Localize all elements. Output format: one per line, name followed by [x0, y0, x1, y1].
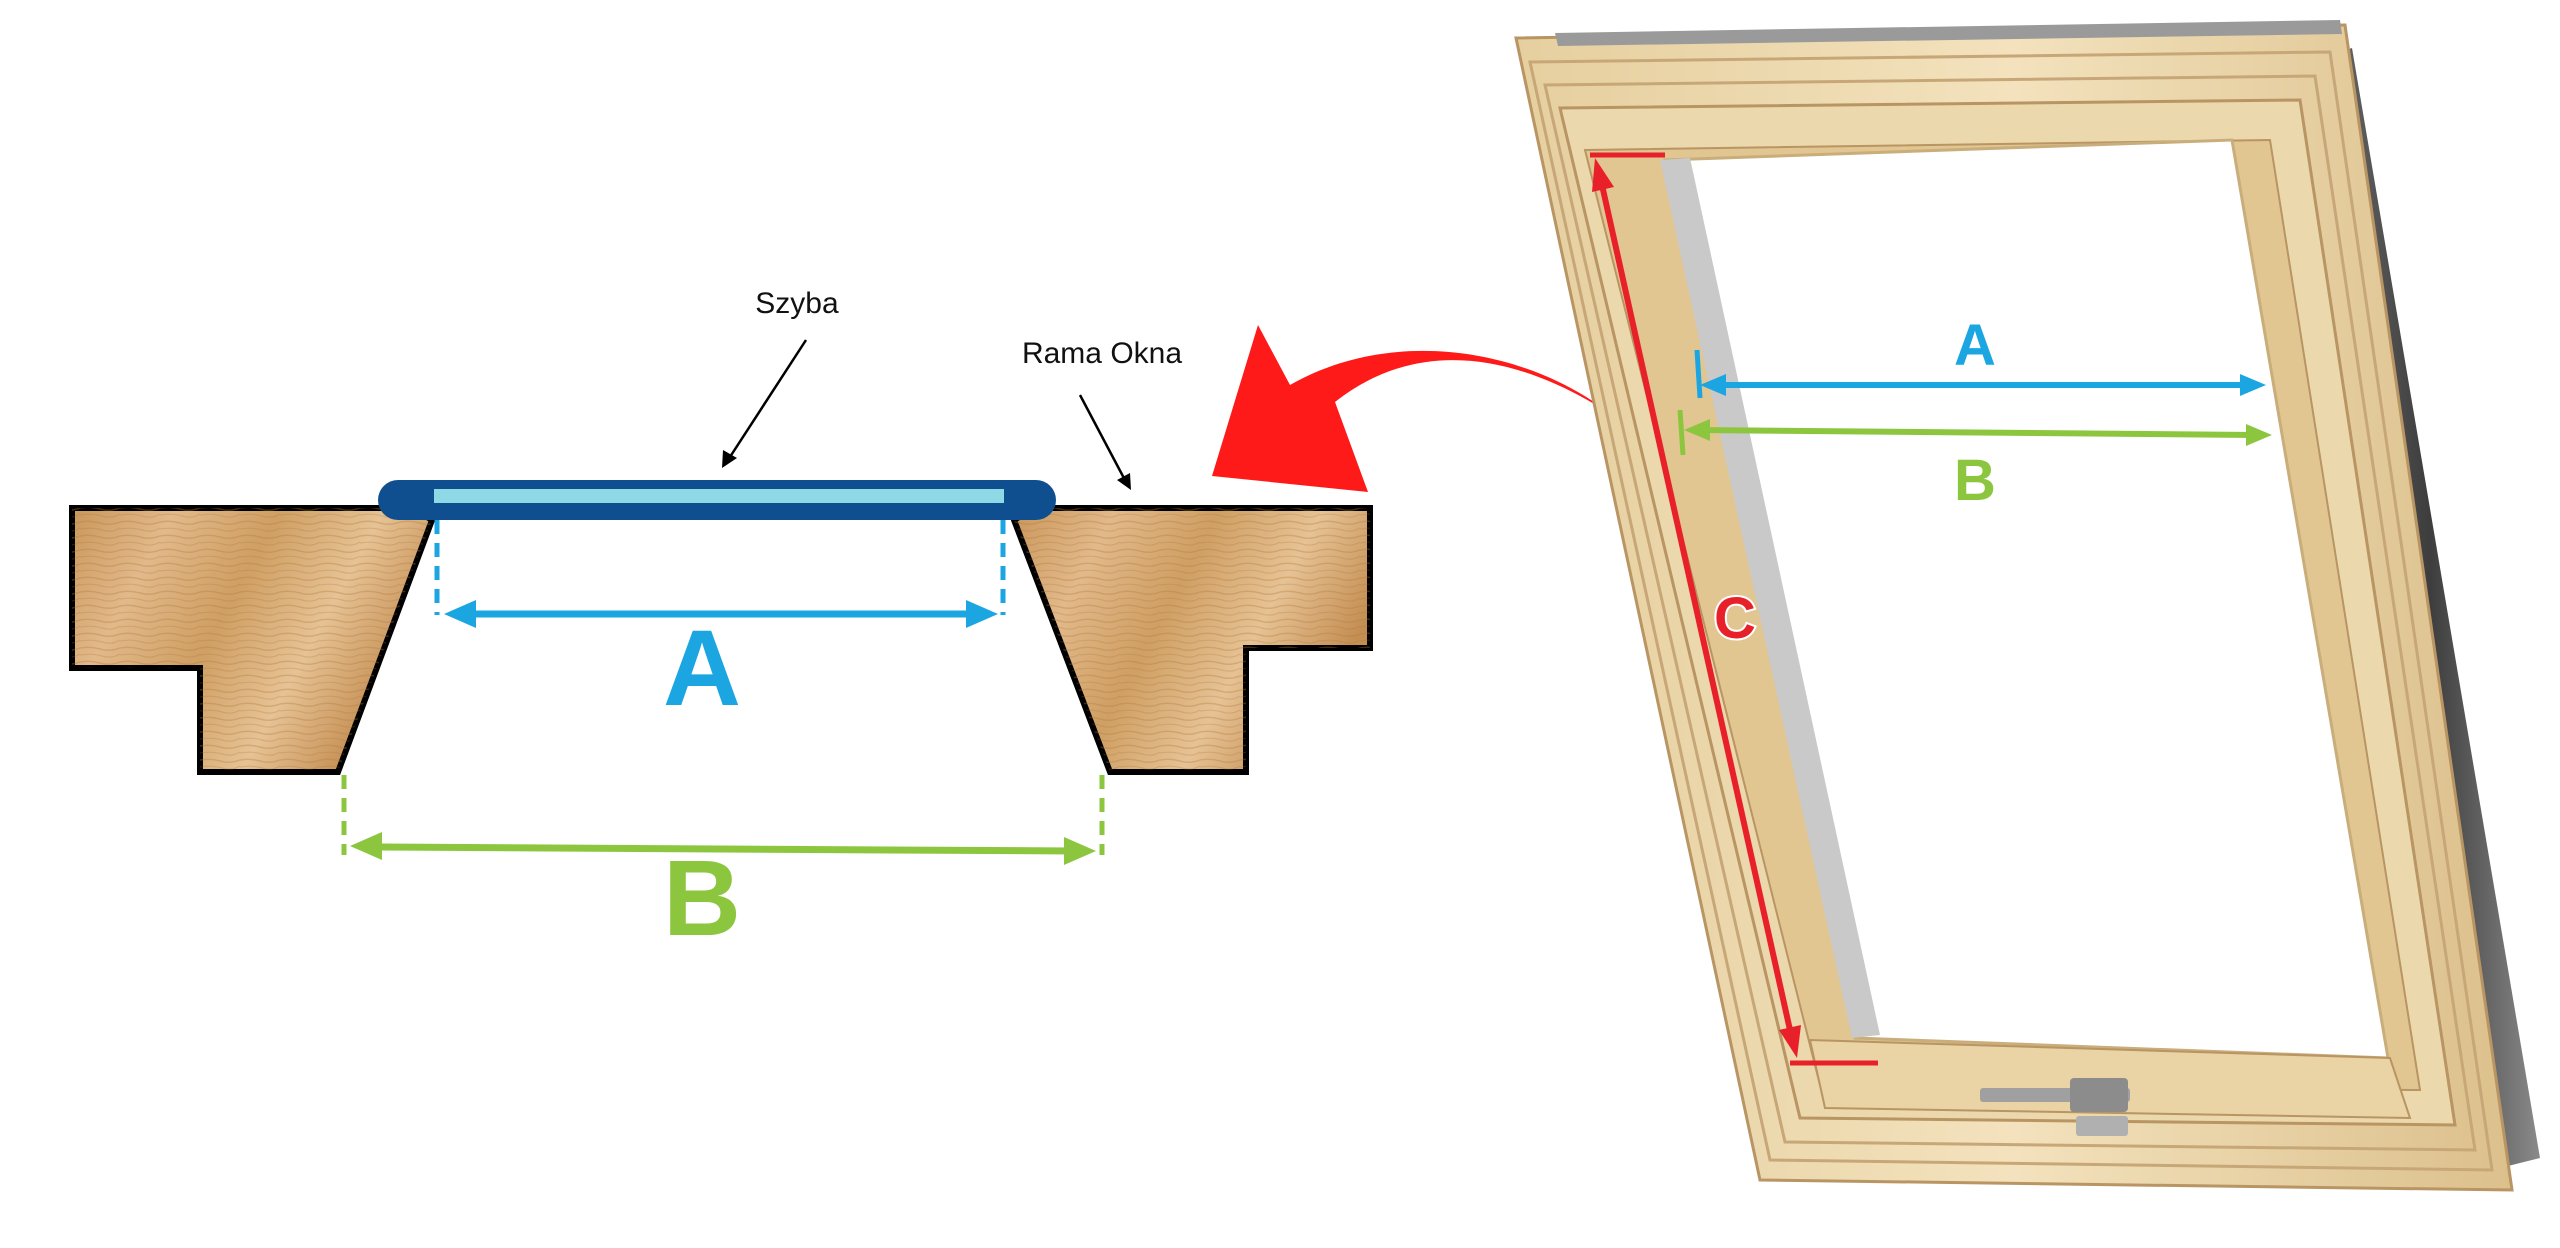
- window-handle: [1980, 1078, 2130, 1136]
- left-frame-piece: [69, 505, 436, 775]
- glass-label: Szyba: [755, 287, 839, 320]
- cross-section: A B Szyba Rama Okna: [69, 287, 1373, 961]
- roof-window: C A B: [1514, 20, 2540, 1192]
- glass-callout: Szyba: [722, 287, 839, 468]
- glass-pane: [378, 480, 1056, 520]
- frame-label: Rama Okna: [1022, 337, 1182, 370]
- dimension-b-section: B: [341, 775, 1105, 961]
- dimension-a-window-label: A: [1954, 313, 1996, 378]
- dimension-a-window: A: [1694, 311, 2266, 399]
- dimension-c-window: C: [1590, 152, 1878, 1066]
- dimension-b-window-label: B: [1954, 448, 1996, 513]
- dimension-a-label: A: [663, 607, 741, 728]
- dimension-a-section: A: [434, 520, 1006, 731]
- curved-pointer-arrow: [1212, 325, 1612, 492]
- frame-callout: Rama Okna: [1022, 337, 1182, 490]
- dimension-b-window: B: [1677, 409, 2272, 515]
- right-frame-piece: [1010, 505, 1373, 775]
- dimension-c-label: C: [1714, 586, 1756, 651]
- dimension-b-label: B: [663, 837, 741, 958]
